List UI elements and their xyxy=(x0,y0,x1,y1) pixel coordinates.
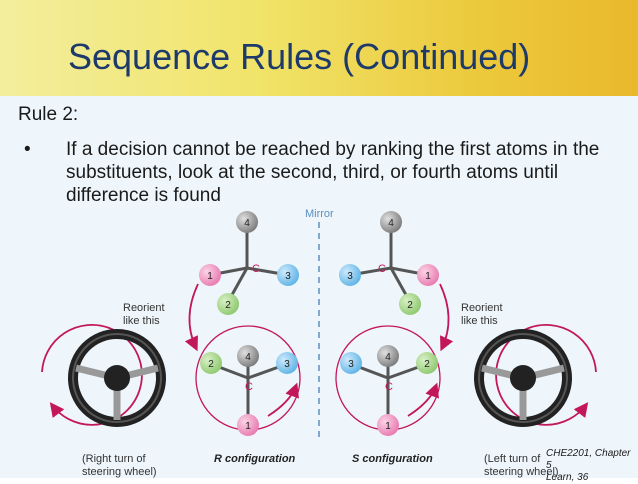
reorient-label-left: Reorient xyxy=(123,302,165,314)
reorient-label-right: Reorient xyxy=(461,302,503,314)
rotation-arrow-r xyxy=(267,382,299,417)
reorient-arrow-right xyxy=(439,283,454,352)
r-configuration-molecule: 4 2 3 1 C xyxy=(195,325,301,436)
svg-text:2: 2 xyxy=(208,359,214,370)
svg-text:2: 2 xyxy=(407,300,413,311)
right-caption-2: steering wheel) xyxy=(484,466,559,478)
atom-3 xyxy=(339,264,361,286)
carbon-label: C xyxy=(385,381,393,393)
reorient-label-right-2: like this xyxy=(461,315,498,327)
r-configuration-label: R configuration xyxy=(214,453,296,465)
s-configuration-label: S configuration xyxy=(352,453,433,465)
slide-title: Sequence Rules (Continued) xyxy=(68,36,531,77)
atom-4 xyxy=(380,211,402,233)
right-top-molecule: 4 3 1 2 C xyxy=(339,211,439,315)
atom-3 xyxy=(340,352,362,374)
reorient-label-left-2: like this xyxy=(123,315,160,327)
steering-wheel-right-icon xyxy=(474,323,597,427)
right-caption-1: (Left turn of xyxy=(484,453,541,465)
atom-2 xyxy=(399,293,421,315)
title-banner xyxy=(0,0,638,96)
left-top-molecule: 4 1 3 2 C xyxy=(199,211,299,315)
svg-text:3: 3 xyxy=(284,359,290,370)
s-configuration-molecule: 4 3 2 1 C xyxy=(335,325,441,436)
svg-text:2: 2 xyxy=(225,300,231,311)
svg-text:4: 4 xyxy=(388,218,394,229)
slide-footer: CHE2201, Chapter 5 Learn, 36 xyxy=(546,448,638,484)
atom-2 xyxy=(200,352,222,374)
footer-course: CHE2201, Chapter 5 xyxy=(546,448,631,471)
atom-2 xyxy=(217,293,239,315)
svg-text:3: 3 xyxy=(347,271,353,282)
atom-3 xyxy=(277,264,299,286)
chirality-figure: Mirror 4 1 3 2 C 4 3 1 2 C Reorient like… xyxy=(41,208,597,478)
atom-4 xyxy=(237,345,259,367)
svg-text:2: 2 xyxy=(424,359,430,370)
steering-wheel-left-icon xyxy=(41,323,166,427)
svg-text:3: 3 xyxy=(348,359,354,370)
svg-text:3: 3 xyxy=(285,271,291,282)
atom-1 xyxy=(237,414,259,436)
atom-3 xyxy=(276,352,298,374)
bullet-dot: • xyxy=(24,139,31,160)
bullet-text: If a decision cannot be reached by ranki… xyxy=(66,139,600,206)
left-caption-1: (Right turn of xyxy=(82,453,147,465)
svg-text:1: 1 xyxy=(245,421,251,432)
atom-1 xyxy=(377,414,399,436)
svg-text:4: 4 xyxy=(245,352,251,363)
rotation-arrow-s xyxy=(407,382,439,417)
atom-2 xyxy=(416,352,438,374)
footer-page: Learn, 36 xyxy=(546,472,589,483)
atom-1 xyxy=(199,264,221,286)
rule-label: Rule 2: xyxy=(18,104,79,125)
carbon-label: C xyxy=(245,381,253,393)
atom-4 xyxy=(377,345,399,367)
svg-text:4: 4 xyxy=(244,218,250,229)
reorient-arrow-left xyxy=(184,283,199,352)
atom-1 xyxy=(417,264,439,286)
atom-4 xyxy=(236,211,258,233)
svg-text:1: 1 xyxy=(425,271,431,282)
svg-text:1: 1 xyxy=(385,421,391,432)
carbon-label: C xyxy=(378,263,386,275)
svg-text:1: 1 xyxy=(207,271,213,282)
mirror-label: Mirror xyxy=(305,208,334,220)
left-caption-2: steering wheel) xyxy=(82,466,157,478)
svg-text:4: 4 xyxy=(385,352,391,363)
carbon-label: C xyxy=(252,263,260,275)
